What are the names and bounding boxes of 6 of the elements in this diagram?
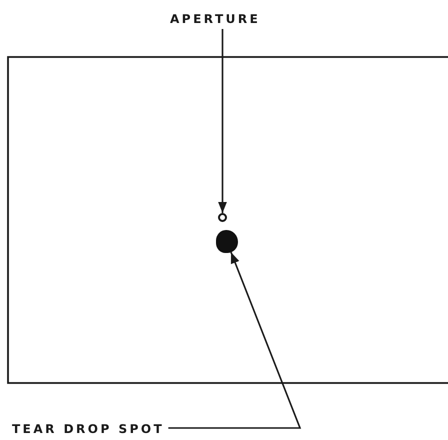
callout-label: TEAR DROP SPOT (12, 422, 164, 436)
leader-arrow (218, 29, 227, 213)
spot-blob (216, 230, 238, 253)
callout-label: APERTURE (170, 12, 260, 26)
leader-arrow (168, 252, 302, 429)
aperture-ring (218, 213, 227, 222)
